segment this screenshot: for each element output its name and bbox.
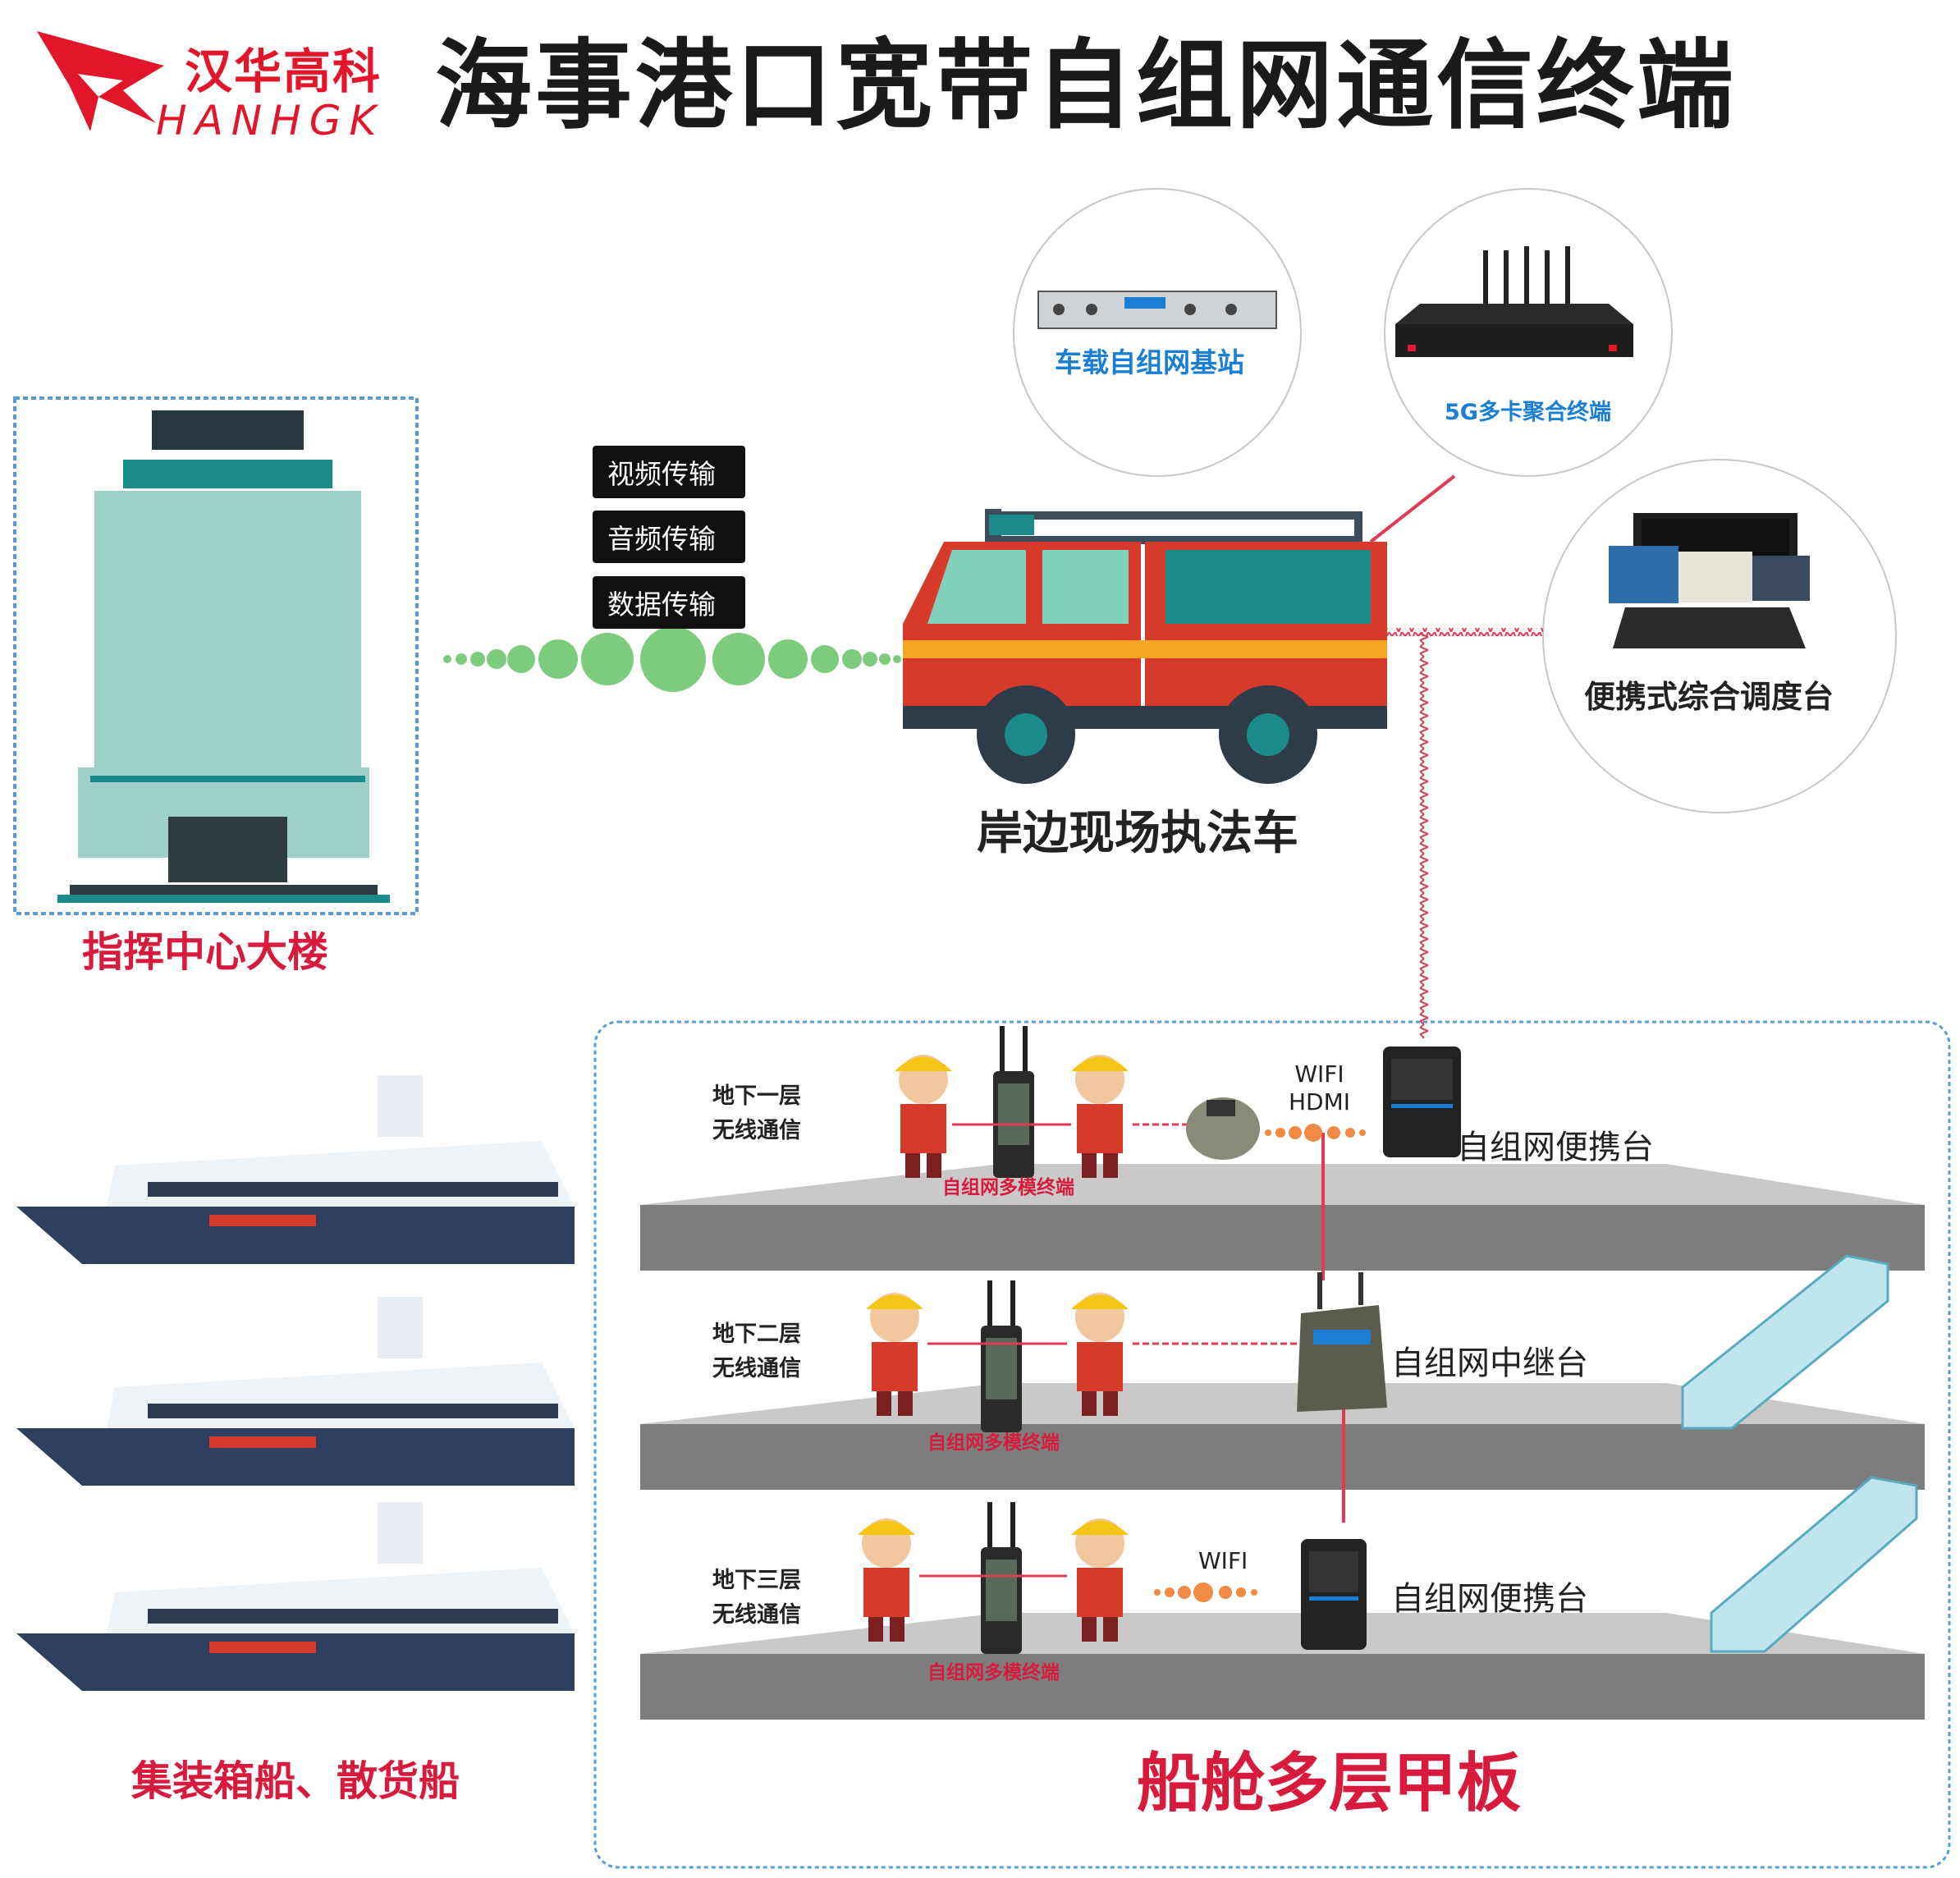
helmet-camera-icon <box>1186 1097 1260 1160</box>
floor3-line1: 地下三层 <box>712 1568 801 1593</box>
logo-text-cn: 汉华高科 <box>185 44 382 99</box>
command-center-label: 指挥中心大楼 <box>82 928 328 976</box>
orange-signal-icon <box>1154 1124 1366 1602</box>
console-label: 便携式综合调度台 <box>1584 679 1834 715</box>
floor3-wifi-label: WIFI <box>1198 1547 1248 1574</box>
floor1-wifi-text: WIFI <box>1294 1060 1344 1088</box>
floor3-terminal-label: 自组网多模终端 <box>927 1662 1060 1683</box>
floor3-label: 地下三层 无线通信 <box>712 1564 801 1633</box>
tag-video: 视频传输 <box>593 446 745 498</box>
logo-icon <box>37 31 164 131</box>
tag-data: 数据传输 <box>593 576 745 629</box>
floor2-label: 地下二层 无线通信 <box>712 1317 801 1386</box>
deck-frame <box>593 1020 1951 1869</box>
dispatch-console-icon <box>1609 513 1810 648</box>
aggregator-device-icon <box>1395 246 1633 357</box>
rack-base-station-icon <box>1037 291 1277 329</box>
green-signal-icon <box>443 626 901 692</box>
floor2-line1: 地下二层 <box>712 1321 801 1347</box>
floor2-line2: 无线通信 <box>712 1356 801 1381</box>
relay-station-icon <box>1297 1272 1387 1412</box>
floor3-line2: 无线通信 <box>712 1602 801 1628</box>
building-icon <box>57 410 390 903</box>
page-title: 海事港口宽带自组网通信终端 <box>435 29 1738 142</box>
floor1-line1: 地下一层 <box>712 1083 801 1109</box>
base-station-circle <box>1013 188 1302 477</box>
ship-icon <box>16 1075 575 1691</box>
tag-audio: 音频传输 <box>593 511 745 563</box>
handheld-terminal-icon <box>981 1026 1034 1654</box>
deck-floor <box>640 1164 1925 1720</box>
floor3-device-label: 自组网便携台 <box>1391 1580 1588 1618</box>
command-center-frame <box>13 396 419 915</box>
floor2-terminal-label: 自组网多模终端 <box>927 1432 1060 1454</box>
base-station-label: 车载自组网基站 <box>1055 346 1244 378</box>
escalator-icon <box>1681 1254 1918 1653</box>
deck-label: 船舱多层甲板 <box>1137 1747 1522 1821</box>
link-aggregator <box>1369 474 1456 543</box>
link-vertical <box>1420 632 1428 1038</box>
ships-label: 集装箱船、散货船 <box>131 1757 460 1805</box>
portable-station-icon <box>1301 1539 1367 1650</box>
logo-text-en: HANHGK <box>156 97 385 144</box>
vehicle-label: 岸边现场执法车 <box>977 807 1298 860</box>
floor1-label: 地下一层 无线通信 <box>712 1079 801 1148</box>
aggregator-label: 5G多卡聚合终端 <box>1445 400 1611 425</box>
floor1-terminal-label: 自组网多模终端 <box>942 1177 1074 1198</box>
floor1-device-label: 自组网便携台 <box>1457 1129 1654 1166</box>
floor2-device-label: 自组网中继台 <box>1391 1344 1588 1382</box>
floor1-link-label: WIFI HDMI <box>1289 1060 1350 1116</box>
floor1-hdmi-text: HDMI <box>1289 1088 1351 1115</box>
floor1-line2: 无线通信 <box>712 1118 801 1143</box>
firefighter-icon <box>858 1055 1129 1642</box>
portable-station-icon <box>1383 1047 1461 1157</box>
link-console <box>1387 628 1543 636</box>
fire-truck-icon <box>903 509 1387 784</box>
